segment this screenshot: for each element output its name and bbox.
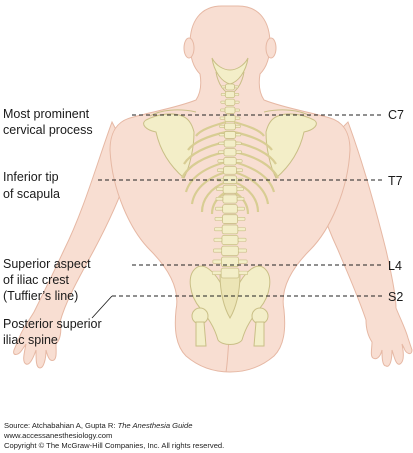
- transverse-process: [220, 108, 226, 112]
- transverse-process: [219, 124, 225, 128]
- psis-label-line2: iliac spine: [3, 333, 58, 347]
- transverse-process: [236, 187, 244, 191]
- l4-level-label: L4: [388, 259, 402, 273]
- sacrum: [219, 273, 241, 319]
- vertebra: [224, 106, 236, 114]
- transverse-process: [213, 237, 223, 242]
- transverse-process: [214, 217, 223, 221]
- transverse-process: [221, 85, 226, 89]
- t7-level-label: T7: [388, 174, 403, 188]
- transverse-process: [237, 237, 247, 242]
- transverse-process: [219, 116, 226, 120]
- source-book-title: The Anesthesia Guide: [117, 421, 193, 430]
- transverse-process: [237, 206, 245, 211]
- transverse-process: [234, 85, 239, 89]
- vertebra: [223, 166, 237, 175]
- vertebra: [220, 267, 240, 279]
- transverse-process: [234, 116, 241, 120]
- vertebra: [222, 184, 238, 194]
- left-ear: [183, 37, 195, 59]
- transverse-process: [218, 133, 225, 137]
- vertebra: [223, 131, 237, 139]
- l4-label-line2: of iliac crest: [3, 273, 70, 287]
- transverse-process: [211, 270, 222, 275]
- transverse-process: [212, 259, 222, 264]
- transverse-process: [217, 159, 225, 163]
- transverse-process: [217, 150, 225, 154]
- transverse-process: [238, 259, 248, 264]
- transverse-process: [216, 177, 224, 182]
- transverse-process: [235, 141, 242, 145]
- vertebra: [221, 235, 239, 245]
- c7-label-line1: Most prominent: [3, 107, 90, 121]
- transverse-process: [215, 197, 224, 201]
- transverse-process: [220, 93, 226, 96]
- transverse-process: [220, 100, 226, 104]
- vertebra: [224, 114, 236, 123]
- l4-label-line1: Superior aspect: [3, 257, 91, 271]
- t7-label-line2: of scapula: [3, 187, 60, 201]
- transverse-process: [238, 270, 249, 275]
- vertebra: [222, 204, 238, 214]
- vertebra: [224, 122, 236, 131]
- vertebra: [223, 139, 237, 148]
- source-copyright: Copyright © The McGraw-Hill Companies, I…: [4, 441, 225, 450]
- source-credit: Source: Atchabahian A, Gupta R: The Anes…: [4, 421, 192, 430]
- transverse-process: [234, 108, 240, 112]
- transverse-process: [215, 206, 223, 211]
- source-url: www.accessanesthesiology.com: [4, 431, 113, 440]
- right-scapula: [265, 113, 317, 179]
- vertebra: [224, 91, 236, 99]
- vertebra: [222, 194, 238, 204]
- transverse-process: [236, 168, 243, 172]
- vertebra: [224, 98, 236, 106]
- transverse-process: [216, 187, 224, 191]
- vertebral-column: [211, 83, 249, 279]
- s2-level-label: S2: [388, 290, 403, 304]
- transverse-process: [234, 93, 240, 96]
- l4-label-line3: (Tuffier’s line): [3, 289, 78, 303]
- source-prefix: Source: Atchabahian A, Gupta R:: [4, 421, 118, 430]
- left-acromion: [149, 109, 197, 117]
- vertebra: [225, 83, 235, 91]
- left-femur: [195, 321, 207, 347]
- transverse-process: [235, 150, 243, 154]
- transverse-process: [237, 217, 246, 221]
- reference-lines: [98, 114, 383, 297]
- t7-label-line1: Inferior tip: [3, 170, 59, 184]
- transverse-process: [235, 133, 242, 137]
- vertebra: [223, 148, 237, 157]
- psis-pointer-line: [91, 295, 113, 319]
- transverse-process: [218, 141, 225, 145]
- transverse-process: [234, 100, 240, 104]
- transverse-process: [236, 197, 245, 201]
- left-scapula: [143, 113, 195, 179]
- right-ear: [265, 37, 277, 59]
- transverse-process: [217, 168, 224, 172]
- right-femur: [253, 321, 265, 347]
- transverse-process: [214, 227, 223, 232]
- vertebra: [221, 245, 239, 256]
- vertebra: [223, 157, 237, 166]
- transverse-process: [236, 177, 244, 182]
- transverse-process: [213, 248, 222, 253]
- vertebra: [222, 214, 238, 224]
- vertebra: [221, 224, 239, 235]
- left-arm: [13, 120, 133, 369]
- c7-level-label: C7: [388, 108, 404, 122]
- transverse-process: [235, 159, 243, 163]
- transverse-process: [237, 227, 246, 232]
- transverse-process: [235, 124, 241, 128]
- c7-label-line2: cervical process: [3, 123, 93, 137]
- skull-base: [211, 57, 249, 85]
- psis-label-line1: Posterior superior: [3, 317, 102, 331]
- skeleton: [143, 57, 317, 347]
- transverse-process: [238, 248, 247, 253]
